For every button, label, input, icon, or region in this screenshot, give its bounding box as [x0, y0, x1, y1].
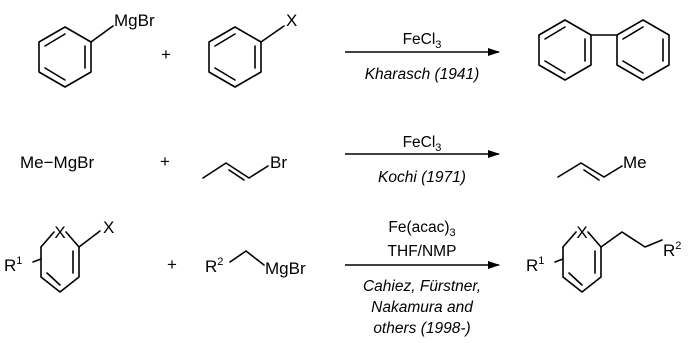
plus-sign: +: [160, 152, 170, 171]
ring-x-label: X: [576, 223, 587, 242]
alkyl-grignard: R2 MgBr: [205, 250, 306, 278]
r1-label: R1: [4, 255, 22, 275]
r1-label: R1: [526, 255, 544, 275]
r2-label: R2: [205, 256, 223, 276]
heteroaryl-halide: X X R1: [4, 218, 114, 293]
catalyst-label: FeCl3: [403, 134, 442, 154]
me-label: Me: [623, 153, 647, 172]
aryl-halide: X: [208, 11, 297, 88]
credit-line-2: Nakamura and: [371, 299, 474, 316]
credit-label: Kharasch (1941): [365, 66, 480, 83]
butene-product: Me: [557, 153, 647, 181]
benzene-ring: [38, 26, 92, 88]
benzene-ring: [538, 19, 592, 81]
x-label: X: [103, 218, 114, 237]
pyridine-ring: [554, 231, 602, 293]
reaction-1: MgBr + X FeCl3 Kharasch (1941): [38, 11, 670, 88]
br-label: Br: [270, 153, 287, 172]
biphenyl-product: [538, 19, 670, 81]
benzene-ring: [208, 26, 262, 88]
catalyst-label: FeCl3: [403, 31, 442, 51]
r2-label: R2: [663, 240, 681, 260]
reaction-2: Me−MgBr + Br FeCl3 Kochi (1971) Me: [20, 134, 647, 186]
mgbr-label: MgBr: [114, 11, 155, 30]
pyridine-ring: [32, 231, 80, 293]
credit-label: Kochi (1971): [378, 169, 466, 186]
catalyst-label: Fe(acac)3: [388, 219, 455, 239]
solvent-label: THF/NMP: [388, 243, 457, 260]
plus-sign: +: [167, 255, 177, 274]
ring-x-label: X: [54, 223, 65, 242]
benzene-ring: [616, 19, 670, 81]
x-label: X: [286, 11, 297, 30]
mgbr-label: MgBr: [265, 259, 306, 278]
credit-line-1: Cahiez, Fürstner,: [363, 278, 481, 295]
phenylmagnesium-bromide: MgBr: [38, 11, 155, 88]
methylmagnesium-bromide: Me−MgBr: [20, 153, 94, 172]
alkylated-heteroarene-product: X R2 R1: [526, 223, 681, 293]
credit-line-3: others (1998-): [373, 320, 470, 337]
reaction-3: X X R1 + R2 MgBr Fe(acac)3 THF/NMP Cahie…: [4, 218, 681, 337]
plus-sign: +: [161, 45, 171, 64]
vinyl-bromide: Br: [202, 153, 287, 181]
